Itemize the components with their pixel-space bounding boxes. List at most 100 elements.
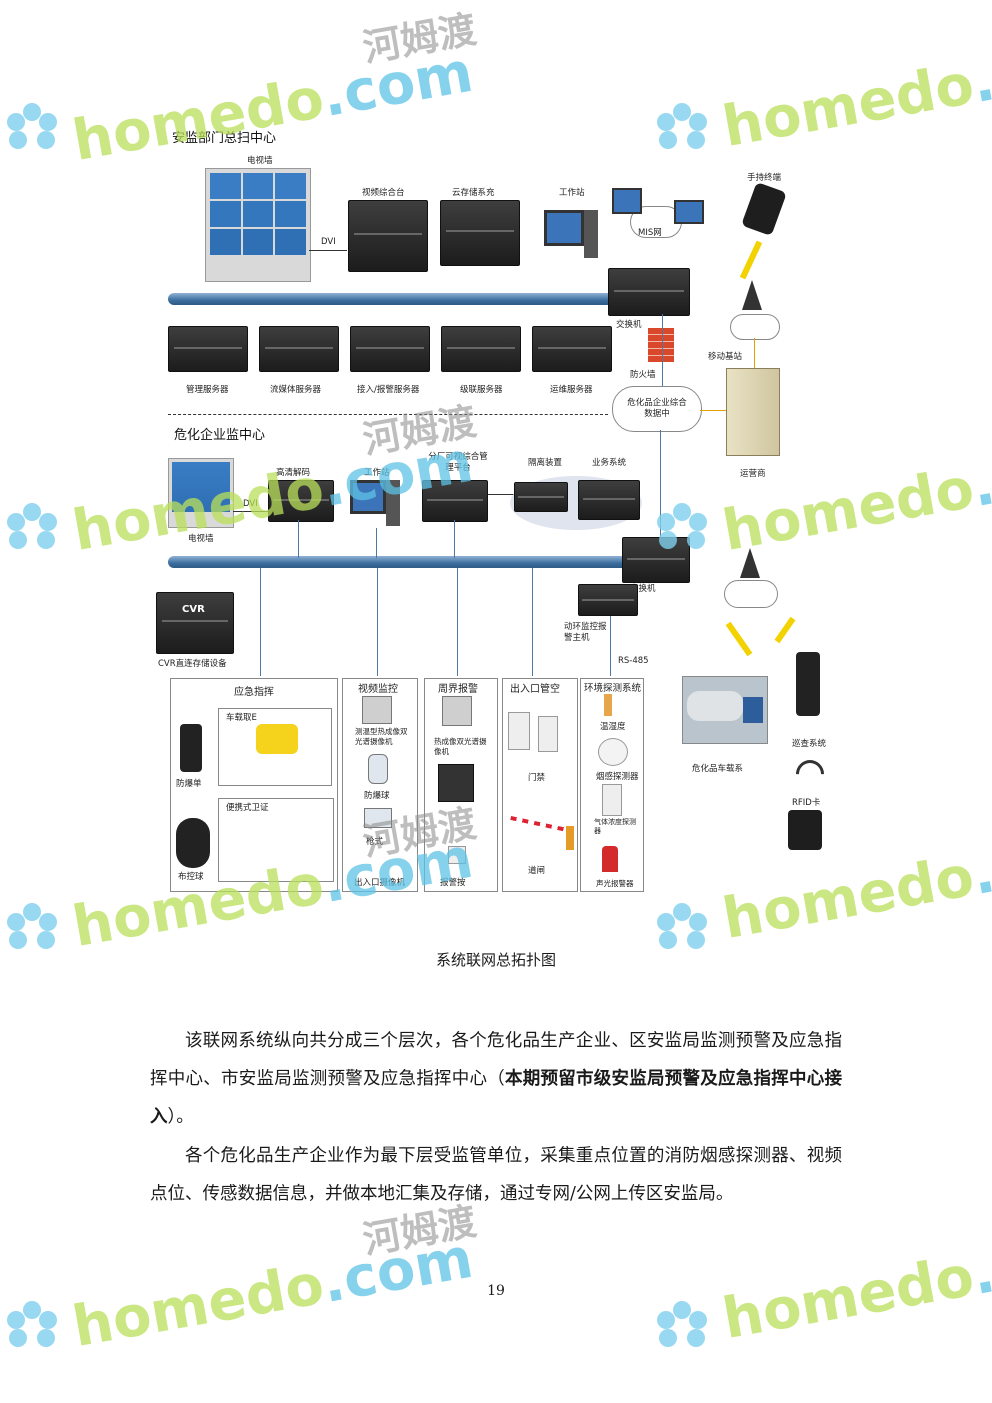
workstation-bottom-label: 工作站 (364, 468, 390, 478)
thermal-dual-label: 热成像双光谱摄像机 (434, 737, 487, 756)
gas-device (602, 784, 622, 816)
isolation-device (514, 482, 568, 512)
watermark-text: homedo.com (718, 1218, 992, 1352)
wireless-bolt-left (725, 621, 753, 657)
link-switch-dc (662, 314, 663, 386)
wireless-bolt-right (774, 616, 796, 644)
door-device-1 (508, 712, 530, 750)
watermark-flower-icon (657, 103, 707, 149)
cvr-storage-label: CVR直连存储设备 (158, 659, 227, 669)
bottom-backbone-bus (168, 556, 638, 568)
thermal-cam-label: 测温型热成像双光谱摄像机 (355, 727, 408, 746)
decoder-device (268, 480, 334, 522)
handheld-label: 手持终端 (747, 173, 782, 183)
wireless-bolt-top (739, 240, 763, 280)
entrance-cam-label: 出入口摄像机 (354, 878, 406, 888)
switch-top-label: 交换机 (616, 320, 642, 330)
video-platform-device (348, 200, 428, 272)
alarm-button-device (448, 846, 466, 864)
paragraph-2: 各个危化品生产企业作为最下层受监管单位，采集重点位置的消防烟感探测器、视频点位、… (150, 1146, 842, 1204)
section-title-top: 安监部门总扫中心 (172, 131, 277, 146)
tanker-truck (682, 676, 768, 744)
workstation-label: 工作站 (559, 188, 585, 198)
env-host-device (578, 584, 638, 616)
switch-top-device (608, 268, 690, 316)
mis-label: MIS网 (638, 228, 662, 238)
group-emergency-title: 应急指挥 (234, 687, 274, 698)
alarm-panel-device (438, 764, 474, 802)
door-label: 门禁 (528, 773, 546, 783)
watermark-text: homedo.com (718, 26, 992, 160)
section-title-bottom: 危化企业监中心 (174, 428, 266, 443)
paragraph-1-text-b: ）。 (167, 1107, 194, 1127)
temp-humidity-device (604, 694, 612, 716)
switch-bottom-label: 交换机 (630, 584, 656, 594)
portable-box (218, 798, 334, 882)
drop-emergency (260, 568, 261, 676)
server-manage-label: 管理服务器 (186, 385, 229, 395)
patrol-device (796, 652, 820, 716)
dvi-bottom-label: DVI (243, 499, 258, 509)
watermark-text: homedo.com (718, 818, 992, 952)
drop-access (532, 568, 533, 676)
workstation-bottom (350, 480, 402, 528)
watermark-flower-icon (7, 1301, 57, 1347)
watermark-flower-icon (7, 903, 57, 949)
mobile-station-cloud (730, 314, 780, 340)
platform-device (422, 480, 488, 522)
dome-device (176, 818, 210, 868)
portable-label: 便携式卫证 (226, 803, 269, 813)
firewall-label: 防火墙 (630, 370, 656, 380)
gun-cam-label: 枪式 (366, 837, 384, 847)
explosion-ball-device (368, 754, 388, 784)
explosion-ball-label: 防爆球 (364, 791, 390, 801)
video-platform-label: 视频综合台 (362, 188, 405, 198)
business-label: 业务系统 (592, 458, 627, 468)
link-top (754, 338, 755, 368)
watermark-flower-icon (657, 903, 707, 949)
server-cascade-label: 级联服务器 (460, 385, 503, 395)
watermark-flower-icon (657, 1301, 707, 1347)
server-alarm (350, 326, 430, 372)
door-device-2 (538, 716, 558, 752)
handheld-terminal (741, 181, 787, 237)
tv-wall (205, 168, 311, 282)
patrol-label: 巡查系统 (792, 739, 827, 749)
watermark-word: homedo (718, 52, 979, 161)
drop-platform (454, 520, 455, 558)
figure-caption: 系统联网总拓扑图 (435, 951, 556, 969)
drop-env (610, 612, 611, 676)
server-alarm-label: 接入/报警服务器 (357, 385, 420, 395)
data-center-label: 危化品企业综合数据中 (627, 398, 687, 419)
cloud-storage-label: 云存储系充 (452, 188, 495, 198)
drop-video (377, 568, 378, 676)
platform-label: 分厂可视综合管理平台 (428, 452, 488, 473)
cvr-device (156, 592, 234, 654)
watermark-flower-icon (657, 503, 707, 549)
mobile-station-label: 移动基站 (708, 352, 743, 362)
rfid-waves-icon (790, 754, 830, 794)
dvi-line-bottom (233, 511, 269, 512)
smoke-label: 烟感探测器 (596, 772, 639, 782)
rfid-label: RFID卡 (792, 798, 821, 808)
section-separator (168, 414, 608, 415)
switch-bottom-device (622, 537, 690, 583)
link-platform-isolation (488, 494, 514, 495)
tv-wall-label: 电视墙 (247, 156, 273, 166)
alarm-button-label: 报警按 (440, 878, 466, 888)
watermark-word: homedo (718, 844, 979, 953)
barrier-label: 道闸 (528, 866, 546, 876)
server-stream-label: 流媒体服务器 (270, 385, 322, 395)
server-cascade (441, 326, 521, 372)
tower-top (742, 280, 762, 310)
watermark-word: homedo (68, 1252, 329, 1361)
watermark-word: homedo (718, 1244, 979, 1353)
tanker-label: 危化品车载系 (692, 764, 744, 774)
workstation-top (544, 210, 598, 260)
link-dc-carrier (700, 410, 726, 411)
data-center-cloud (612, 386, 702, 432)
watermark-flower-icon (7, 503, 57, 549)
gas-label: 气体浓度探测器 (594, 818, 636, 835)
gun-cam-device (364, 808, 392, 828)
